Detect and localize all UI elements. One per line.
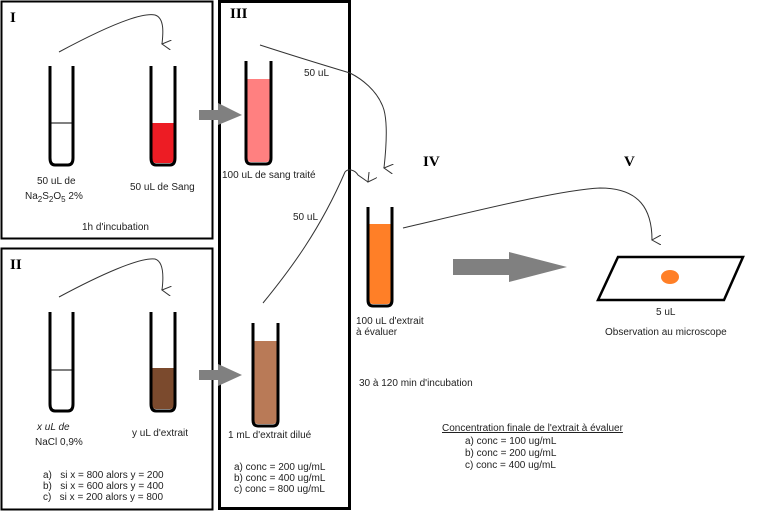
transfer-arrow-diluted-extract — [262, 169, 368, 304]
option-II-b: b) si x = 600 alors y = 400 — [43, 481, 164, 492]
label-nacl: NaCl 0,9% — [35, 437, 83, 448]
panel-III-label: III — [230, 6, 248, 22]
transfer-arrow-II — [58, 258, 163, 298]
label-blood: 50 uL de Sang — [130, 182, 195, 193]
final-option-a: a) conc = 100 ug/mL — [465, 436, 557, 447]
final-option-c: c) conc = 400 ug/mL — [465, 460, 556, 471]
tube-na2s2o5 — [48, 66, 75, 167]
label-na2s2o5-volume: 50 uL de — [37, 176, 76, 187]
option-III-a: a) conc = 200 ug/mL — [234, 462, 326, 473]
label-na2s2o5-formula: Na2S2O5 2% — [25, 191, 83, 204]
process-arrow-IV-to-V — [453, 252, 567, 282]
tube-blood — [149, 66, 177, 167]
label-final-extract: 100 uL d'extrait — [356, 316, 424, 327]
process-arrow-II-to-III — [199, 364, 242, 386]
label-final-extract-2: à évaluer — [356, 327, 398, 338]
process-arrow-I-to-III — [199, 103, 242, 125]
label-transfer-50ul-top: 50 uL — [304, 68, 330, 79]
panel-I-label: I — [10, 10, 16, 26]
label-transfer-50ul-bottom: 50 uL — [293, 212, 319, 223]
final-concentration-title: Concentration finale de l'extrait à éval… — [442, 423, 623, 434]
sample-drop — [661, 270, 679, 284]
label-treated-blood: 100 uL de sang traité — [222, 170, 316, 181]
label-slide-volume: 5 uL — [656, 307, 676, 318]
panel-IV-label: IV — [423, 154, 440, 170]
option-II-a: a) si x = 800 alors y = 200 — [43, 470, 164, 481]
label-observation: Observation au microscope — [605, 327, 727, 338]
final-option-b: b) conc = 200 ug/mL — [465, 448, 557, 459]
tube-diluted-extract — [251, 323, 280, 428]
tube-extract — [149, 312, 177, 413]
label-extract-volume: y uL d'extrait — [132, 428, 189, 439]
tube-treated-blood — [244, 61, 273, 166]
label-incubation-1h: 1h d'incubation — [82, 222, 149, 233]
label-diluted-extract: 1 mL d'extrait dilué — [228, 430, 312, 441]
option-II-c: c) si x = 200 alors y = 800 — [43, 492, 164, 503]
transfer-arrow-treated-blood — [259, 44, 386, 168]
panel-III-box — [218, 0, 351, 510]
label-nacl-volume: x uL de — [37, 422, 70, 433]
tube-nacl — [48, 312, 75, 413]
label-incubation-30-120: 30 à 120 min d'incubation — [359, 378, 473, 389]
option-III-b: b) conc = 400 ug/mL — [234, 473, 326, 484]
panel-II-label: II — [10, 257, 22, 273]
tube-final-extract — [366, 207, 394, 308]
transfer-arrow-to-slide — [402, 187, 652, 240]
transfer-arrow-I — [58, 14, 163, 53]
option-III-c: c) conc = 800 ug/mL — [234, 484, 325, 495]
panel-V-label: V — [624, 154, 635, 170]
